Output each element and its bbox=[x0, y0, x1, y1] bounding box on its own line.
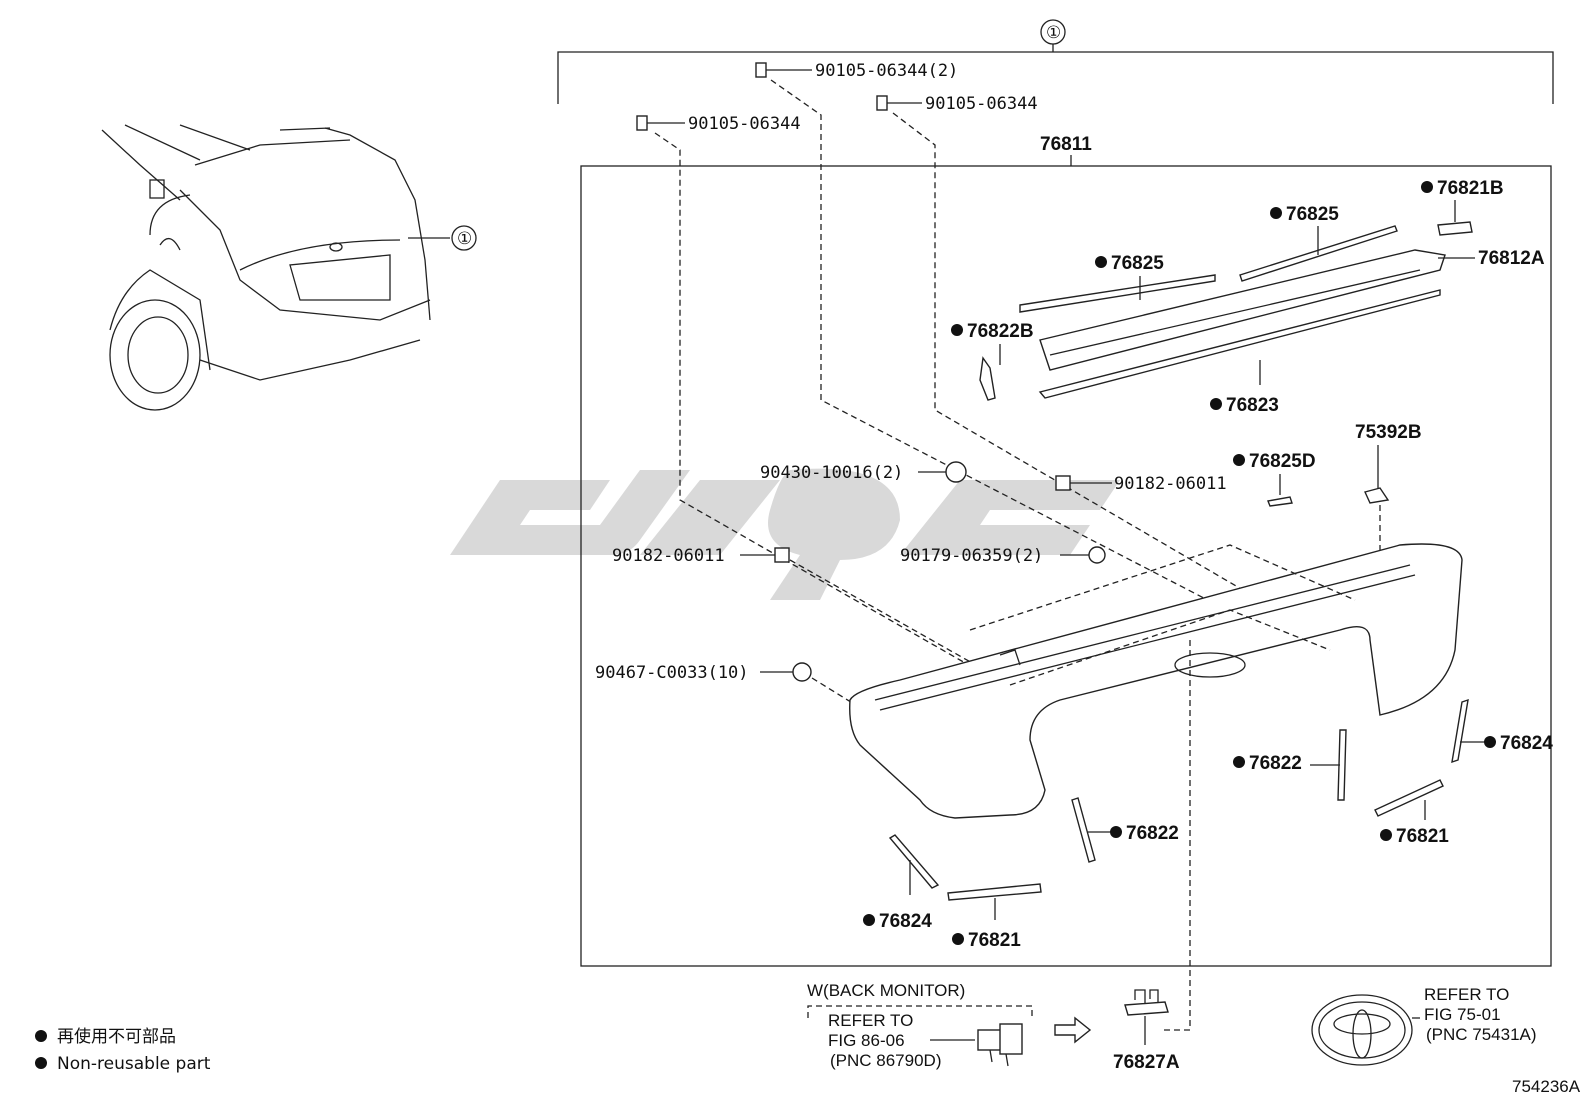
bullet-dot-icon bbox=[1484, 736, 1496, 748]
part-76822B-label: 76822B bbox=[967, 321, 1034, 342]
bullet-dot-icon bbox=[1380, 829, 1392, 841]
part-76823-label: 76823 bbox=[1226, 395, 1279, 416]
nut-left-label: 90182-06011 bbox=[612, 546, 725, 566]
clip-label: 90179-06359(2) bbox=[900, 546, 1043, 566]
part-76825D-label: 76825D bbox=[1249, 451, 1316, 472]
bolt-c-label: 90105-06344 bbox=[688, 114, 801, 134]
bullet-dot-icon bbox=[1233, 454, 1245, 466]
back-monitor-title: W(BACK MONITOR) bbox=[807, 981, 965, 1000]
back-monitor-fig: FIG 86-06 bbox=[828, 1031, 905, 1050]
bullet-dot-icon bbox=[35, 1030, 47, 1042]
part-76824-left-label: 76824 bbox=[879, 911, 932, 932]
bullet-dot-icon bbox=[952, 933, 964, 945]
part-76821-right-label: 76821 bbox=[1396, 826, 1449, 847]
bolt-b-label: 90105-06344 bbox=[925, 94, 1038, 114]
legend-line-jp: 再使用不可部品 bbox=[57, 1026, 176, 1047]
part-76812A-shape bbox=[1039, 249, 1446, 371]
bullet-dot-icon bbox=[1210, 398, 1222, 410]
back-monitor-refer: REFER TO bbox=[828, 1011, 913, 1030]
nut-icon bbox=[774, 547, 790, 563]
retainer-label: 90467-C0033(10) bbox=[595, 663, 749, 683]
bullet-dot-icon bbox=[1110, 826, 1122, 838]
bullet-dot-icon bbox=[951, 324, 963, 336]
watermark-logo bbox=[450, 468, 1120, 600]
assembly-frame bbox=[580, 165, 1552, 967]
emblem-fig: FIG 75-01 bbox=[1424, 1005, 1501, 1024]
bullet-dot-icon bbox=[1421, 181, 1433, 193]
part-76812A-label: 76812A bbox=[1478, 248, 1545, 269]
car-rear-icon bbox=[101, 124, 431, 411]
back-monitor-pnc: (PNC 86790D) bbox=[830, 1051, 942, 1070]
part-76822-right-label: 76822 bbox=[1249, 753, 1302, 774]
part-76825-left-label: 76825 bbox=[1111, 253, 1164, 274]
part-76811-label: 76811 bbox=[1040, 134, 1092, 155]
clip-icon bbox=[1088, 546, 1106, 564]
part-76821-left-label: 76821 bbox=[968, 930, 1021, 951]
washer-icon bbox=[945, 461, 967, 483]
emblem-pnc: (PNC 75431A) bbox=[1426, 1025, 1537, 1044]
nut-icon bbox=[1055, 475, 1071, 491]
part-76827A-shape bbox=[1124, 989, 1169, 1016]
part-76827A-label: 76827A bbox=[1113, 1052, 1180, 1073]
legend-line-en: Non-reusable part bbox=[57, 1054, 211, 1074]
part-76824-right-label: 76824 bbox=[1500, 733, 1553, 754]
bullet-dot-icon bbox=[863, 914, 875, 926]
arrow-right-icon bbox=[1054, 1016, 1092, 1044]
assembly-ref-top: ① bbox=[1046, 23, 1061, 42]
part-76825-top-label: 76825 bbox=[1286, 204, 1339, 225]
bullet-dot-icon bbox=[35, 1057, 47, 1069]
assembly-ref-callout: ① bbox=[457, 229, 472, 248]
bolt-icon bbox=[876, 95, 905, 111]
toyota-emblem-icon bbox=[1311, 994, 1413, 1066]
part-76811-garnish bbox=[849, 543, 1463, 819]
bullet-dot-icon bbox=[1095, 256, 1107, 268]
bolt-icon bbox=[755, 62, 786, 78]
figure-code: 754236A bbox=[1512, 1077, 1581, 1096]
bolt-icon bbox=[636, 115, 668, 131]
part-76821B-label: 76821B bbox=[1437, 178, 1504, 199]
washer-label: 90430-10016(2) bbox=[760, 463, 903, 483]
retainer-icon bbox=[792, 662, 812, 682]
part-75392B-label: 75392B bbox=[1355, 422, 1422, 443]
camera-icon bbox=[977, 1023, 1023, 1067]
bullet-dot-icon bbox=[1233, 756, 1245, 768]
nut-right-label: 90182-06011 bbox=[1114, 474, 1227, 494]
part-76822-mid-label: 76822 bbox=[1126, 823, 1179, 844]
emblem-refer: REFER TO bbox=[1424, 985, 1509, 1004]
bolt-a-label: 90105-06344(2) bbox=[815, 61, 958, 81]
bullet-dot-icon bbox=[1270, 207, 1282, 219]
